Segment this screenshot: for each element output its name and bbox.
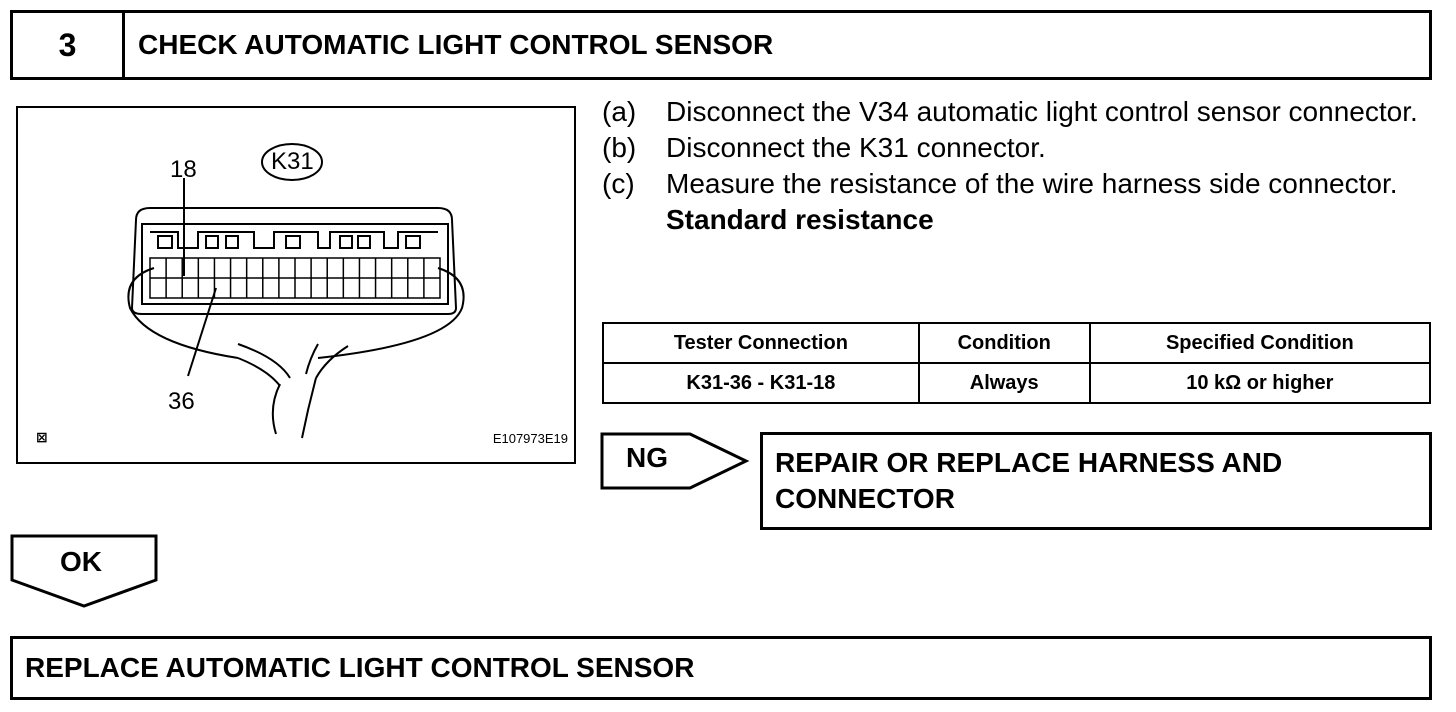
ng-result-text: REPAIR OR REPLACE HARNESS AND CONNECTOR (775, 447, 1283, 514)
instruction-item: (a) Disconnect the V34 automatic light c… (602, 94, 1432, 130)
standard-resistance-label: Standard resistance (666, 204, 934, 235)
table-header-cell: Tester Connection (602, 322, 920, 364)
table-cell: Always (917, 362, 1091, 404)
table-cell: K31-36 - K31-18 (602, 362, 920, 404)
ok-tag[interactable]: OK (10, 534, 160, 610)
figure-corner-mark: ⊠ (36, 429, 48, 445)
table-header-cell: Condition (917, 322, 1091, 364)
instruction-letter: (b) (602, 132, 637, 163)
instruction-item: (c) Measure the resistance of the wire h… (602, 166, 1432, 202)
instruction-letter: (a) (602, 96, 637, 127)
ng-result-box: REPAIR OR REPLACE HARNESS AND CONNECTOR (760, 432, 1432, 530)
final-step-box: REPLACE AUTOMATIC LIGHT CONTROL SENSOR (10, 636, 1432, 700)
instruction-text: Disconnect the K31 connector. (666, 132, 1046, 163)
connector-figure: K31 18 36 ⊠ E107973E19 (16, 106, 576, 464)
pin-label-36: 36 (168, 388, 195, 415)
pin-label-18: 18 (170, 156, 197, 183)
table-header-cell: Specified Condition (1088, 322, 1432, 364)
instruction-text: Measure the resistance of the wire harne… (666, 168, 1398, 199)
ng-tag[interactable]: NG (600, 432, 750, 490)
ng-arrow-shape (600, 432, 750, 490)
instruction-list: (a) Disconnect the V34 automatic light c… (602, 94, 1432, 238)
table-cell: 10 kΩ or higher (1088, 362, 1432, 404)
spec-table: Tester Connection Condition Specified Co… (602, 322, 1432, 404)
connector-diagram (127, 143, 465, 439)
instruction-letter: (c) (602, 168, 635, 199)
instruction-item: (b) Disconnect the K31 connector. (602, 130, 1432, 166)
connector-label: K31 (271, 148, 314, 175)
ok-label: OK (60, 546, 102, 577)
step-number: 3 (13, 13, 125, 77)
table-row: K31-36 - K31-18 Always 10 kΩ or higher (602, 362, 1432, 404)
ng-label: NG (626, 442, 668, 473)
final-step-text: REPLACE AUTOMATIC LIGHT CONTROL SENSOR (25, 652, 695, 683)
ok-arrow-shape (10, 534, 158, 608)
step-header: 3 CHECK AUTOMATIC LIGHT CONTROL SENSOR (10, 10, 1432, 80)
figure-code: E107973E19 (492, 431, 568, 446)
step-title: CHECK AUTOMATIC LIGHT CONTROL SENSOR (138, 29, 774, 60)
table-header-row: Tester Connection Condition Specified Co… (602, 322, 1432, 364)
instruction-text: Disconnect the V34 automatic light contr… (666, 96, 1418, 127)
